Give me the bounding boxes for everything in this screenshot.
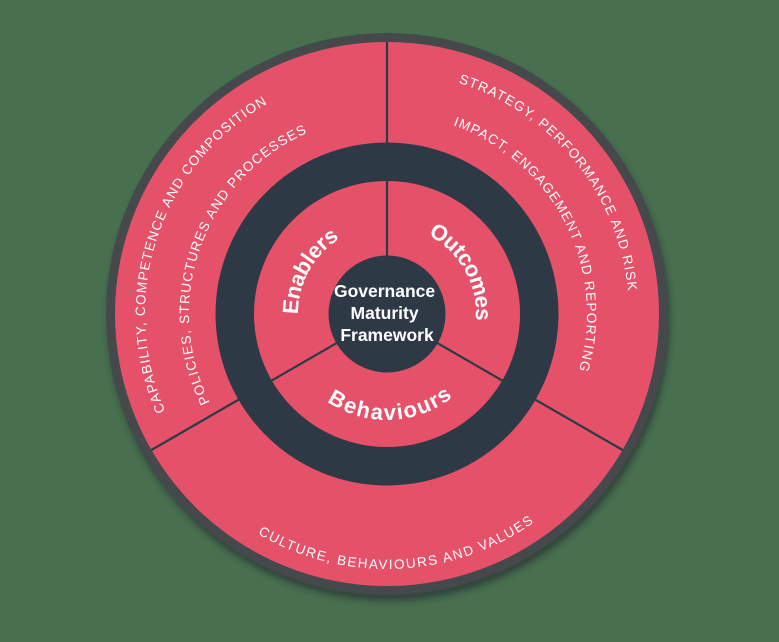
center-title-line1: Governance: [334, 281, 435, 301]
center-title-line2: Maturity: [351, 303, 419, 323]
center-title-line3: Framework: [340, 325, 434, 345]
center-title: Governance Maturity Framework: [334, 281, 440, 345]
center-circle: [328, 255, 446, 373]
